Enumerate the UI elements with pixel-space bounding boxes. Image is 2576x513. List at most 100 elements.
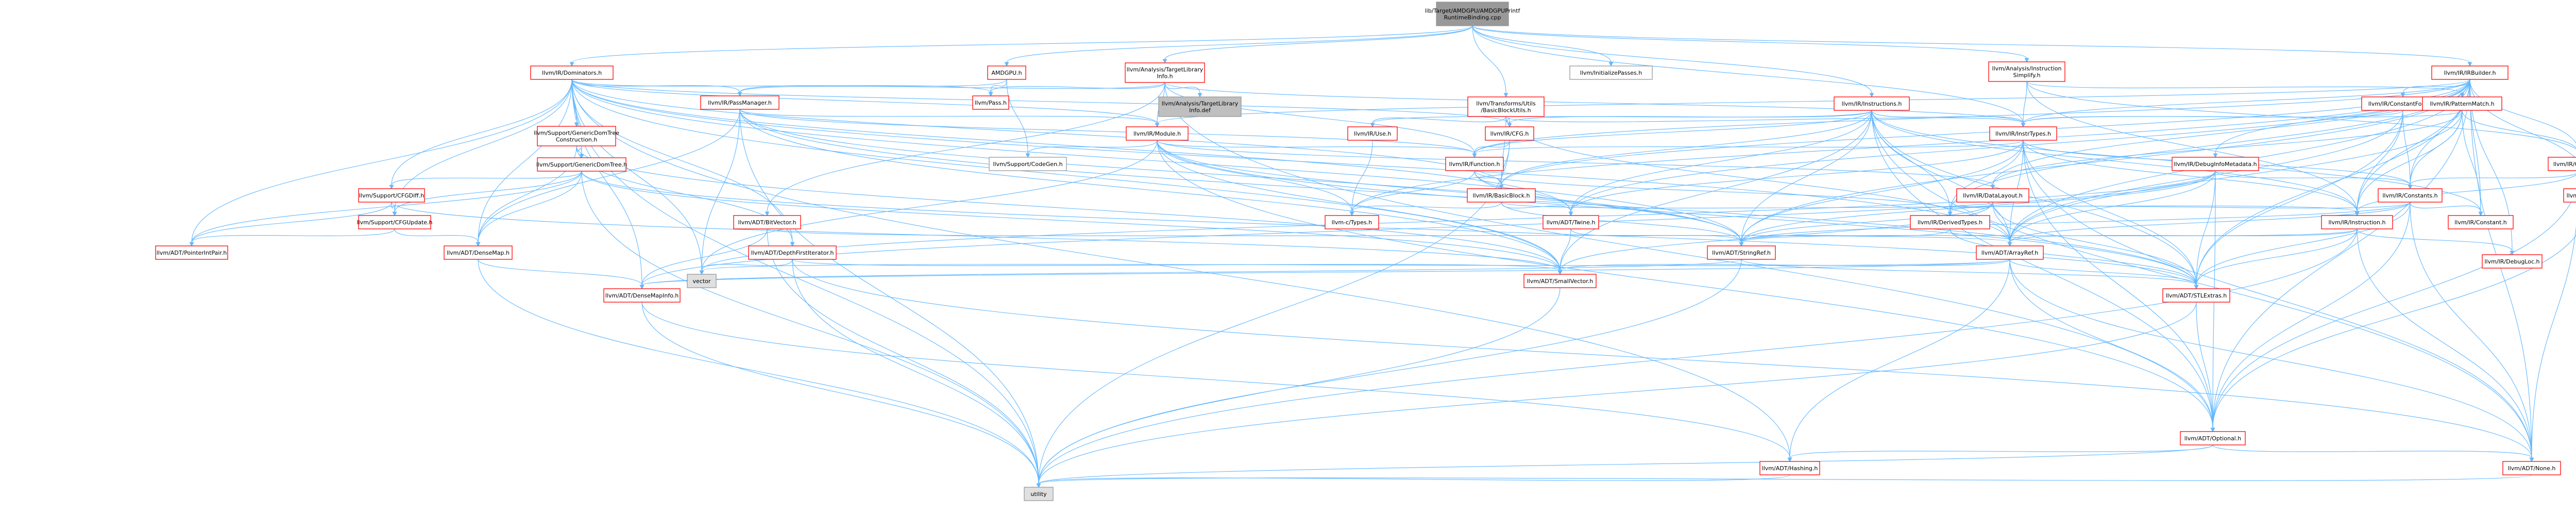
node-ctypes[interactable]: llvm-c/Types.h [1325,215,1379,229]
node-bbutils[interactable]: llvm/Transforms/Utils/BasicBlockUtils.h [1467,96,1545,117]
edge-arrayref-to-hashing [1787,259,2010,462]
node-domtree[interactable]: llvm/Support/GenericDomTree.h [536,157,627,172]
edge-irbuilder-to-operator [2469,79,2576,144]
node-smallvector[interactable]: llvm/ADT/SmallVector.h [1523,274,1597,288]
edge-densemap-to-utility [478,259,1041,488]
node-densemap[interactable]: llvm/ADT/DenseMap.h [444,245,513,260]
node-cfgdiff[interactable]: llvm/Support/CFGDiff.h [358,188,425,203]
node-patternmatch[interactable]: llvm/IR/PatternMatch.h [2422,96,2502,111]
node-label: Construction.h [556,137,598,143]
edge-domtree-to-stlextras [581,171,2199,290]
node-amdgpu[interactable]: AMDGPU.h [987,65,1026,80]
node-label: AMDGPU.h [991,70,1022,76]
node-passmanager[interactable]: llvm/IR/PassManager.h [700,95,779,110]
node-constants[interactable]: llvm/IR/Constants.h [2378,188,2443,203]
node-label: llvm/IR/DataLayout.h [1963,192,2023,199]
node-label: llvm/IR/Constants.h [2382,192,2437,199]
node-label: llvm/Support/GenericDomTree.h [536,161,627,168]
node-derivedtypes[interactable]: llvm/IR/DerivedTypes.h [1910,215,1990,229]
node-stlextras[interactable]: llvm/ADT/STLExtras.h [2162,288,2230,303]
node-root: lib/Target/AMDGPU/AMDGPUPrintfRuntimeBin… [1425,2,1521,26]
node-label: llvm/IR/CFG.h [1490,130,1529,137]
edge-dfiter-to-utility [792,259,1041,488]
node-label: llvm/IR/Constant.h [2454,219,2507,226]
node-twine[interactable]: llvm/ADT/Twine.h [1543,215,1599,229]
node-basicblock[interactable]: llvm/IR/BasicBlock.h [1467,188,1536,203]
edge-inttypes-to-function [1472,140,2024,158]
node-arrayref[interactable]: llvm/ADT/ArrayRef.h [1976,245,2044,260]
edge-dfiter-to-none [792,259,2534,462]
node-label: vector [693,278,711,285]
edge-instructions-to-cfg [1507,110,1872,128]
node-cfg[interactable]: llvm/IR/CFG.h [1485,126,1534,141]
edge-constants-to-stlextras [2194,202,2411,290]
node-fpenv[interactable]: llvm/IR/FPEnv.h [2563,188,2576,203]
edge-instruction-to-stlextras [2194,228,2358,290]
node-bitvector[interactable]: llvm/ADT/BitVector.h [733,215,801,229]
edge-irbuilder-to-fpenv [2469,79,2576,159]
node-initpasses[interactable]: llvm/InitializePasses.h [1569,65,1653,80]
node-label: llvm/IR/Function.h [1449,161,1500,168]
node-stringref[interactable]: llvm/ADT/StringRef.h [1707,245,1776,260]
node-codegen[interactable]: llvm/Support/CodeGen.h [989,157,1067,171]
node-constant[interactable]: llvm/IR/Constant.h [2448,215,2514,229]
node-none[interactable]: llvm/ADT/None.h [2502,461,2561,475]
edge-cfgupdate-to-densemap [394,228,481,247]
edge-irbuilder-to-basicblock [1499,79,2470,190]
node-module[interactable]: llvm/IR/Module.h [1126,126,1189,141]
node-datalayout[interactable]: llvm/IR/DataLayout.h [1956,188,2029,203]
node-cfgupdate[interactable]: llvm/Support/CFGUpdate.h [357,215,433,229]
node-label: llvm/ADT/BitVector.h [738,219,796,226]
edge-root-to-tli [1162,25,1473,64]
node-dominators[interactable]: llvm/IR/Dominators.h [530,65,614,80]
edge-layer [189,25,2576,488]
edge-root-to-instsimplify [1472,25,2029,63]
edge-dfiter-to-smallvector [792,259,1563,275]
edge-domtree-to-densemap [476,171,582,247]
node-inttypes[interactable]: llvm/IR/InstrTypes.h [1989,126,2057,141]
edge-smallvector-to-utility [1036,287,1561,488]
node-label: Info.def [1189,107,1211,114]
node-label: llvm/ADT/SmallVector.h [1527,278,1594,285]
edge-function-to-derivedtypes [1474,170,1953,217]
node-instruction[interactable]: llvm/IR/Instruction.h [2321,215,2393,229]
node-label: llvm/IR/DebugInfoMetadata.h [2174,161,2257,168]
node-debuginfo[interactable]: llvm/IR/DebugInfoMetadata.h [2172,157,2259,171]
edge-debuginfo-to-arrayref [2007,170,2216,247]
node-instructions[interactable]: llvm/IR/Instructions.h [1834,96,1910,111]
node-densemapinfo[interactable]: llvm/ADT/DenseMapInfo.h [603,288,681,303]
node-label: llvm/IR/PassManager.h [708,100,772,106]
node-label: Info.h [1157,73,1173,80]
node-operator[interactable]: llvm/IR/Operator.h [2548,157,2576,171]
node-pointerintpair[interactable]: llvm/ADT/PointerIntPair.h [155,245,228,260]
edge-iruse-to-ctypes [1349,140,1373,217]
edge-instruction-to-utility [1036,228,2358,488]
edge-root-to-amdgpu [1004,25,1473,67]
edge-domtree-to-utility [581,171,1041,488]
node-pass[interactable]: llvm/Pass.h [972,95,1009,110]
node-label: llvm/IR/DerivedTypes.h [1918,219,1982,226]
edge-datalayout-to-smallvector [1557,202,1993,275]
node-label: llvm/IR/ConstantFolder.h [2368,101,2438,107]
node-label: llvm/ADT/Twine.h [1547,219,1596,226]
node-domtreeconstr[interactable]: llvm/Support/GenericDomTreeConstruction.… [534,126,619,146]
edge-dominators-to-passmanager [571,79,742,97]
node-label: lib/Target/AMDGPU/AMDGPUPrintf [1425,8,1521,14]
edge-bitvector-to-utility [767,228,1041,488]
node-irbuilder[interactable]: llvm/IR/IRBuilder.h [2431,65,2509,80]
node-hashing[interactable]: llvm/ADT/Hashing.h [1759,461,1820,475]
node-iruse[interactable]: llvm/IR/Use.h [1347,126,1398,141]
node-optional[interactable]: llvm/ADT/Optional.h [2180,431,2246,445]
node-function[interactable]: llvm/IR/Function.h [1445,157,1504,171]
node-debugloc[interactable]: llvm/IR/DebugLoc.h [2482,254,2543,269]
edge-tli-to-bitvector [765,82,1165,217]
node-label: llvm-c/Types.h [1332,219,1372,226]
edge-arrayref-to-optional [2009,259,2215,433]
node-label: llvm/IR/Instruction.h [2329,219,2386,226]
node-label: llvm/ADT/DepthFirstIterator.h [751,250,834,256]
edge-instruction-to-debugloc [2357,228,2515,256]
node-label: llvm/Analysis/TargetLibrary [1162,101,1239,107]
node-dfiter[interactable]: llvm/ADT/DepthFirstIterator.h [748,245,837,260]
